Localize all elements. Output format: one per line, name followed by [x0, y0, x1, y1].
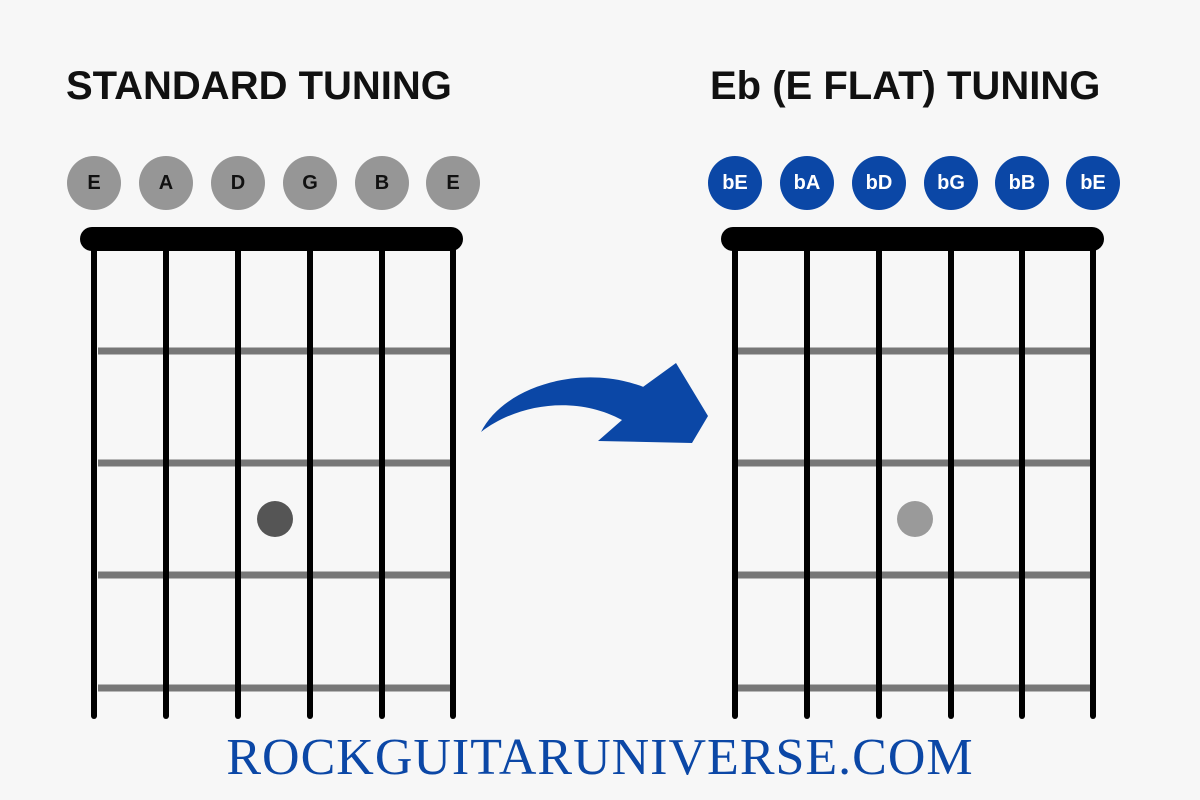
flat-note-2: bA: [780, 156, 834, 210]
standard-note-6: E: [426, 156, 480, 210]
standard-note-5: B: [355, 156, 409, 210]
standard-note-4: G: [283, 156, 337, 210]
eb-fret-marker: [897, 501, 933, 537]
standard-frets: [98, 347, 450, 692]
curved-arrow-right-icon: [481, 363, 708, 443]
eb-fretboard: [721, 227, 1104, 719]
standard-fret-marker: [257, 501, 293, 537]
eb-tuning-title: Eb (E FLAT) TUNING: [710, 64, 1101, 108]
standard-note-2: A: [139, 156, 193, 210]
flat-note-4: bG: [924, 156, 978, 210]
standard-note-3: D: [211, 156, 265, 210]
standard-tuning-title: STANDARD TUNING: [66, 64, 452, 108]
eb-strings: [732, 237, 1096, 719]
standard-fretboard: [80, 227, 463, 719]
flat-note-1: bE: [708, 156, 762, 210]
flat-note-6: bE: [1066, 156, 1120, 210]
eb-frets: [738, 347, 1092, 692]
standard-note-1: E: [67, 156, 121, 210]
flat-note-5: bB: [995, 156, 1049, 210]
flat-note-3: bD: [852, 156, 906, 210]
standard-strings: [91, 237, 456, 719]
site-url-footer: ROCKGUITARUNIVERSE.COM: [226, 729, 974, 786]
